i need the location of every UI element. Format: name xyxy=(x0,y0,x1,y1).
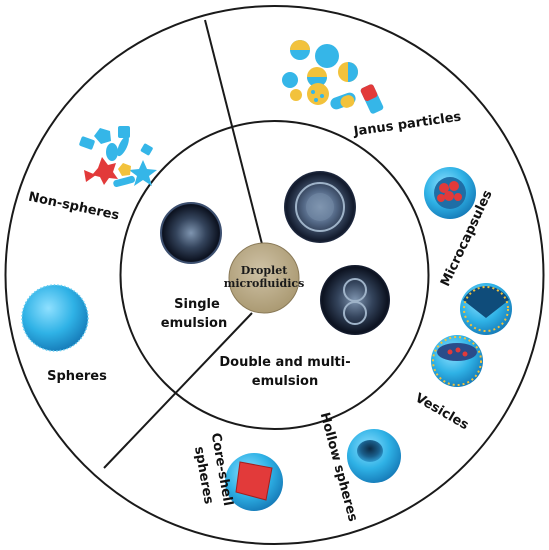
divider-bottom xyxy=(103,312,253,469)
microcapsule-image xyxy=(424,167,476,219)
inner-ring xyxy=(119,120,430,430)
spheres-label: Spheres xyxy=(47,369,107,384)
sphere-image xyxy=(21,284,89,352)
vesicle-image xyxy=(431,283,512,387)
divider-top xyxy=(204,19,263,245)
single-emulsion-droplet-image xyxy=(160,202,222,264)
janus-particles-label: Janus particles xyxy=(352,110,463,140)
center-label-line2: microfluidics xyxy=(224,277,305,290)
hollow-sphere-image xyxy=(347,429,401,483)
janus-particles-image xyxy=(282,40,384,114)
vesicles-label: Vesicles xyxy=(412,391,471,434)
multi-emulsion-droplet-image xyxy=(320,265,390,335)
core-shell-sphere-image xyxy=(225,453,283,511)
double-emulsion-label-line1: Double and multi- xyxy=(219,355,350,370)
double-emulsion-droplet-image xyxy=(284,171,356,243)
outer-ring xyxy=(4,5,545,545)
single-emulsion-label-line1: Single xyxy=(174,297,220,312)
non-spheres-label: Non-spheres xyxy=(27,190,121,224)
center-label-line1: Droplet xyxy=(241,264,289,277)
center-node: Droplet microfluidics xyxy=(224,242,305,314)
single-emulsion-label-line2: emulsion xyxy=(161,316,227,331)
non-spheres-image xyxy=(79,126,157,188)
double-emulsion-label-line2: emulsion xyxy=(252,374,318,389)
